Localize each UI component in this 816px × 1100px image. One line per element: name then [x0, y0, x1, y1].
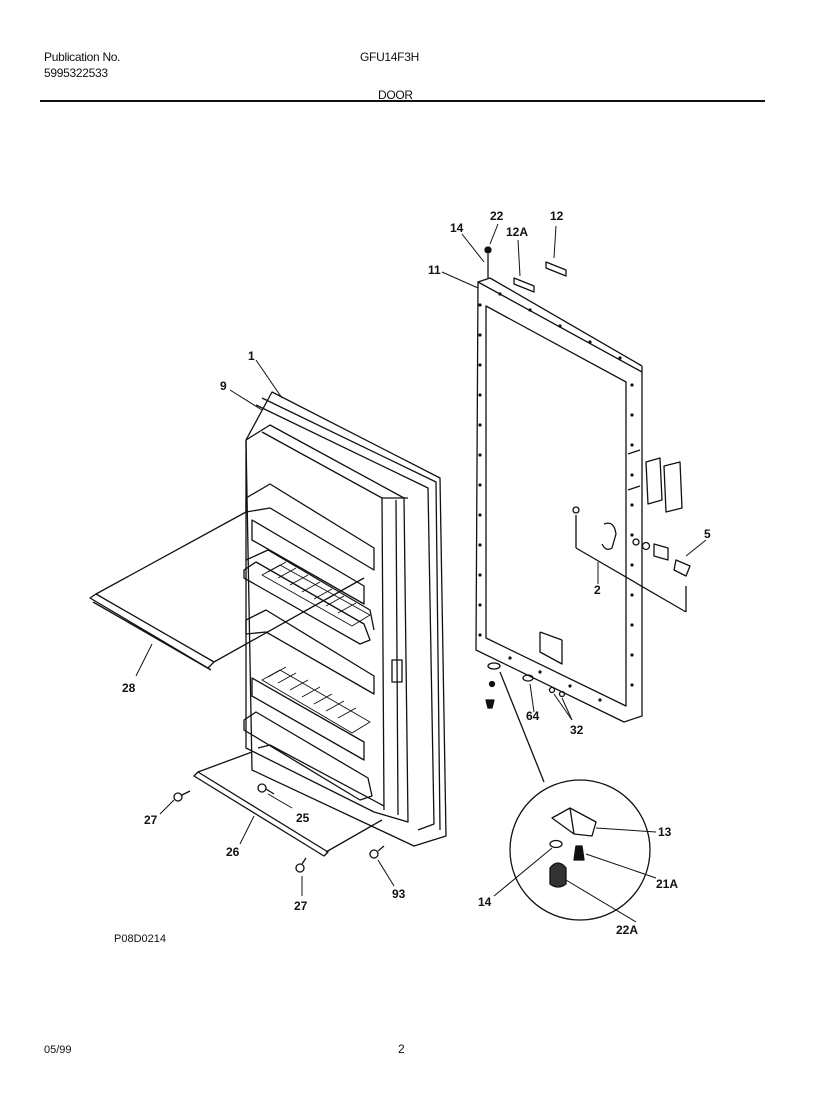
callout-label: 13: [658, 825, 672, 839]
publication-label: Publication No.: [44, 50, 121, 64]
header-rule: [40, 100, 765, 102]
leader-lines: [135, 223, 707, 923]
door-shelf: [243, 483, 375, 645]
callout-label: 12A: [506, 225, 528, 239]
callout-label: 14: [450, 221, 464, 235]
section-title: DOOR: [378, 88, 413, 102]
door-liner: [245, 391, 447, 847]
latch-assembly: [572, 506, 691, 613]
model-number: GFU14F3H: [360, 50, 419, 64]
door-shelf: [243, 609, 375, 801]
callout-label: 22: [490, 209, 504, 223]
callout-label: 11: [428, 263, 441, 277]
top-bracket: [484, 246, 567, 293]
diagram-id: P08D0214: [114, 933, 166, 945]
bottom-rail-bar: [193, 751, 383, 857]
callout-label: 9: [220, 379, 227, 393]
revision-date: 05/99: [44, 1044, 72, 1056]
callout-label: 28: [122, 681, 136, 695]
page-number: 2: [398, 1042, 405, 1056]
callout-label: 12: [550, 209, 564, 223]
callout-label: 25: [296, 811, 310, 825]
hinge-cutout: [539, 631, 563, 665]
bottom-hinge-hardware: [485, 662, 566, 709]
panel-mounting-holes: [478, 292, 634, 702]
callout-label: 27: [144, 813, 158, 827]
callout-label: 93: [392, 887, 406, 901]
hinge-detail-circle: [499, 671, 651, 921]
door-handle: [627, 449, 683, 513]
callout-label: 22A: [616, 923, 638, 937]
publication-number: 5995322533: [44, 66, 108, 80]
door-rail-bar: [89, 511, 365, 671]
callout-label: 14: [478, 895, 492, 909]
callout-label: 1: [248, 349, 255, 363]
callout-label: 27: [294, 899, 308, 913]
callout-label: 5: [704, 527, 711, 541]
outer-door-panel: [475, 277, 643, 723]
callout-label: 32: [570, 723, 584, 737]
callout-label: 26: [226, 845, 240, 859]
callout-label: 2: [594, 583, 601, 597]
wire-rack: [261, 561, 371, 734]
callout-label: 64: [526, 709, 540, 723]
screw: [173, 783, 385, 873]
callout-label: 21A: [656, 877, 678, 891]
